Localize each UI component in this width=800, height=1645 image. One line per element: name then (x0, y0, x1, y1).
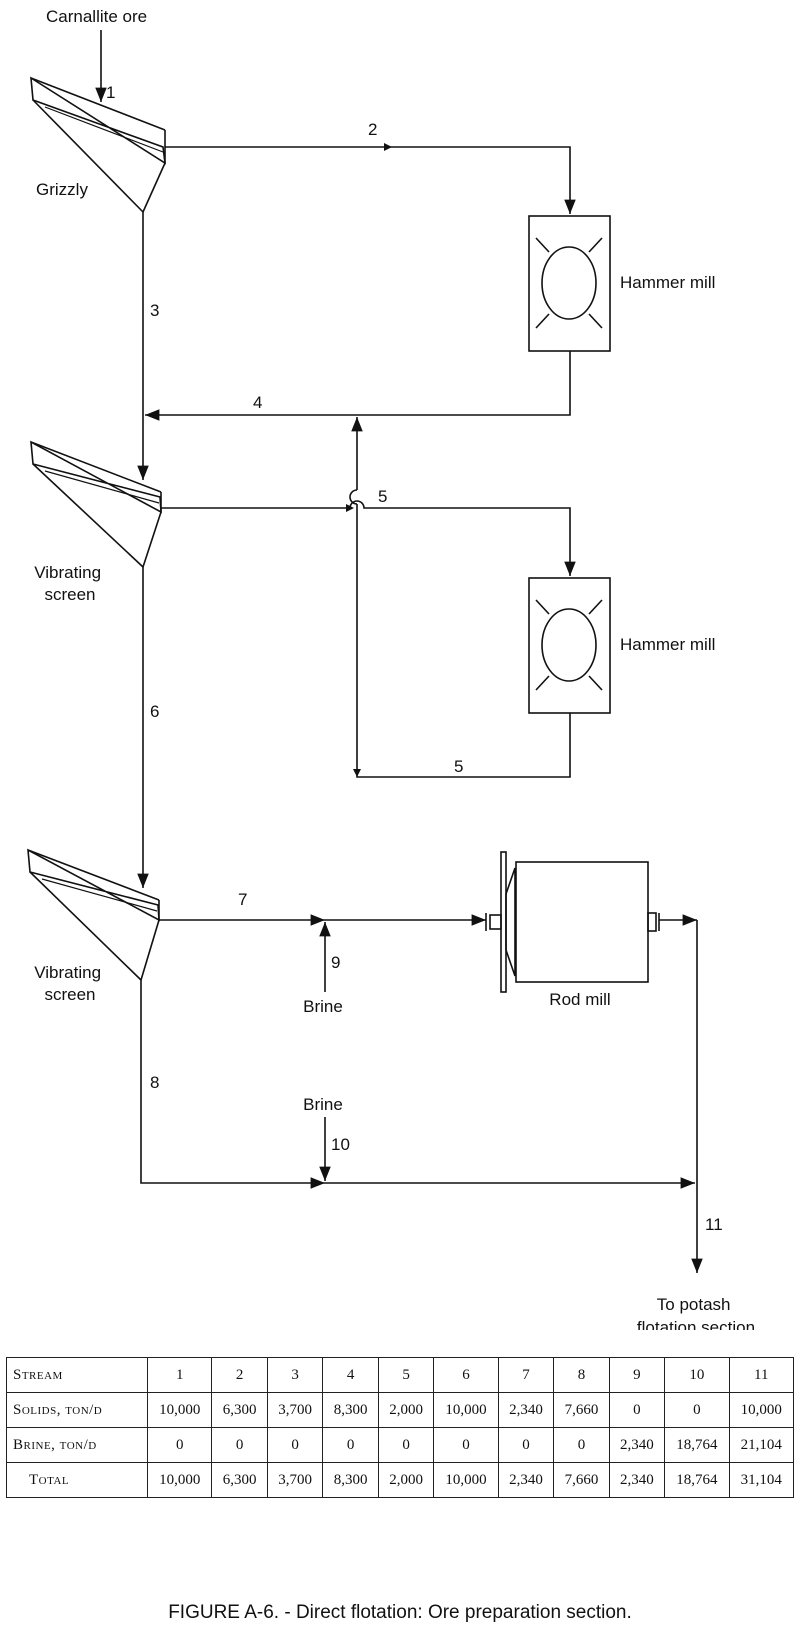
vibrating-screen-2-symbol (27, 848, 160, 981)
table-cell: 31,104 (728, 1462, 795, 1498)
table-cell: 3,700 (266, 1462, 324, 1498)
stream-10-number: 10 (331, 1135, 350, 1154)
stream-5a-number: 5 (378, 487, 387, 506)
table-cell: 10,000 (433, 1392, 499, 1428)
hammer-mill-2-symbol (528, 577, 611, 714)
vibrating-screen-1-symbol (30, 440, 162, 568)
table-cell: 2,340 (497, 1392, 555, 1428)
row-label: Solids, ton/d (6, 1392, 148, 1428)
table-cell: 2,000 (377, 1462, 435, 1498)
stream-4-number: 4 (253, 393, 262, 412)
stream-col-header: 7 (497, 1357, 555, 1393)
table-cell: 0 (266, 1427, 324, 1463)
rod-mill-label: Rod mill (549, 990, 610, 1009)
rod-mill-symbol (485, 851, 660, 993)
stream-5-recycle-line (350, 417, 571, 778)
table-cell: 10,000 (146, 1392, 213, 1428)
table-cell: 18,764 (664, 1462, 730, 1498)
stream-2-line (165, 146, 576, 214)
table-cell: 0 (608, 1392, 666, 1428)
stream-8-number: 8 (150, 1073, 159, 1092)
table-header-label: Stream (6, 1357, 148, 1393)
row-label: Brine, ton/d (6, 1427, 148, 1463)
table-cell: 2,340 (497, 1462, 555, 1498)
table-cell: 2,340 (608, 1462, 666, 1498)
stream-col-header: 10 (664, 1357, 730, 1393)
table-cell: 0 (146, 1427, 213, 1463)
table-row-total: Total 10,000 6,300 3,700 8,300 2,000 10,… (6, 1462, 795, 1498)
table-cell: 10,000 (146, 1462, 213, 1498)
table-row-brine: Brine, ton/d 0 0 0 0 0 0 0 0 2,340 18,76… (6, 1427, 795, 1463)
grizzly-label: Grizzly (36, 180, 88, 199)
table-row-solids: Solids, ton/d 10,000 6,300 3,700 8,300 2… (6, 1392, 795, 1428)
stream-col-header: 2 (211, 1357, 268, 1393)
stream-col-header: 1 (146, 1357, 213, 1393)
table-cell: 7,660 (553, 1462, 610, 1498)
table-cell: 6,300 (211, 1462, 268, 1498)
figure-caption: FIGURE A-6. - Direct flotation: Ore prep… (168, 1602, 632, 1623)
stream-8-line (140, 980, 325, 1189)
stream-col-header: 3 (266, 1357, 324, 1393)
flow-diagram: Carnallite ore Grizzly Hammer mill Hamme… (27, 7, 755, 1330)
grizzly-symbol (30, 76, 167, 213)
stream-2-number: 2 (368, 120, 377, 139)
table-cell: 8,300 (322, 1392, 379, 1428)
table-cell: 0 (433, 1427, 499, 1463)
stream-col-header: 9 (608, 1357, 666, 1393)
table-cell: 0 (377, 1427, 435, 1463)
brine-9-label: Brine (303, 997, 343, 1016)
stream-11-number: 11 (705, 1215, 723, 1234)
table-cell: 0 (322, 1427, 379, 1463)
table-cell: 6,300 (211, 1392, 268, 1428)
table-cell: 2,000 (377, 1392, 435, 1428)
stream-1-number: 1 (106, 83, 115, 102)
hammer-mill-1-symbol (528, 215, 611, 352)
table-cell: 0 (211, 1427, 268, 1463)
stream-col-header: 5 (377, 1357, 435, 1393)
table-cell: 10,000 (433, 1462, 499, 1498)
stream-4-line (145, 351, 571, 421)
product-label: To potash flotation section (637, 1295, 755, 1330)
table-cell: 3,700 (266, 1392, 324, 1428)
stream-col-header: 6 (433, 1357, 499, 1393)
stream-col-header: 4 (322, 1357, 379, 1393)
hammer-mill-1-label: Hammer mill (620, 273, 715, 292)
row-label: Total (6, 1462, 148, 1498)
table-cell: 7,660 (553, 1392, 610, 1428)
table-cell: 0 (553, 1427, 610, 1463)
stream-col-header: 11 (728, 1357, 795, 1393)
vibrating-screen-2-label: Vibrating screen (34, 963, 106, 1004)
stream-7-number: 7 (238, 890, 247, 909)
brine-10-label: Brine (303, 1095, 343, 1114)
table-cell: 0 (497, 1427, 555, 1463)
stream-3-number: 3 (150, 301, 159, 320)
stream-col-header: 8 (553, 1357, 610, 1393)
table-header-row: Stream 1 2 3 4 5 6 7 8 9 10 11 (6, 1357, 795, 1393)
table-cell: 8,300 (322, 1462, 379, 1498)
stream-9-number: 9 (331, 953, 340, 972)
table-cell: 21,104 (728, 1427, 795, 1463)
stream-5b-number: 5 (454, 757, 463, 776)
table-cell: 0 (664, 1392, 730, 1428)
table-cell: 10,000 (728, 1392, 795, 1428)
stream-6-number: 6 (150, 702, 159, 721)
stream-table: Stream 1 2 3 4 5 6 7 8 9 10 11 Solids, t… (6, 1357, 795, 1498)
feed-label: Carnallite ore (46, 7, 147, 26)
table-cell: 2,340 (608, 1427, 666, 1463)
table-cell: 18,764 (664, 1427, 730, 1463)
hammer-mill-2-label: Hammer mill (620, 635, 715, 654)
stream-5-line (161, 500, 576, 576)
vibrating-screen-1-label: Vibrating screen (34, 563, 106, 604)
